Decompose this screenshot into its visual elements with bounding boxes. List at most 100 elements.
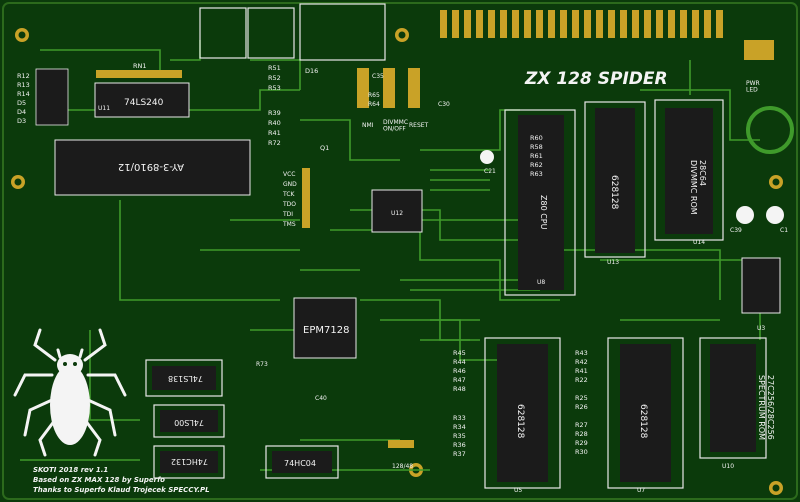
rn1-label: RN1 — [133, 62, 147, 70]
chip-u11-ref: U11 — [98, 105, 110, 112]
chip-u3-ref: U3 — [757, 325, 765, 332]
chip-rom1-name: 28C64DIVMMC ROM — [689, 160, 707, 215]
res-r29: R29 — [575, 439, 588, 447]
nmi-label: NMI — [362, 122, 374, 129]
r65-label: R65 — [368, 92, 380, 99]
res-r41: R41 — [268, 129, 281, 137]
resistor-column-1: R51 R52 R53 R39 R40 R41 R72 — [268, 64, 281, 147]
res-r62: R62 — [530, 161, 543, 169]
r73-label: R73 — [256, 361, 268, 368]
c21-capacitor — [480, 150, 494, 164]
res-r25: R25 — [575, 394, 588, 402]
chip-u10-ref: U10 — [722, 463, 734, 470]
jumper-128-48: 128/48 — [388, 440, 414, 470]
res-r43: R43 — [575, 349, 588, 357]
jtag-tms: TMS — [282, 221, 296, 228]
jtag-header: VCC GND TCK TDO TDI TMS — [282, 168, 310, 228]
r64-label: R64 — [368, 101, 380, 108]
chip-u8-ref: U8 — [537, 279, 545, 286]
chip-74hc132: 74HC132 — [153, 445, 225, 479]
diode-label-d3: D3 — [17, 117, 26, 125]
c39-label: C39 — [730, 227, 742, 234]
chip-ram1-name: 628128 — [609, 175, 619, 210]
res-r26: R26 — [575, 403, 588, 411]
chip-ls138-name: 74LS138 — [168, 374, 203, 383]
jtag-tck: TCK — [282, 191, 296, 198]
res-r33: R33 — [453, 414, 466, 422]
res-r22: R22 — [575, 376, 588, 384]
c40-label: C40 — [315, 395, 327, 402]
jtag-tdo: TDO — [282, 201, 296, 208]
resistor-label-r13: R13 — [17, 81, 30, 89]
audio-jacks — [199, 3, 386, 61]
c21-label: C21 — [484, 168, 496, 175]
chip-rom-27c256: 27C256/28C256SPECTRUM ROM U10 — [699, 337, 775, 470]
credit-line-1: SKOTI 2018 rev 1.1 — [33, 466, 108, 474]
chip-z80-name: Z80 CPU — [539, 195, 548, 230]
res-r47: R47 — [453, 376, 466, 384]
res-r42: R42 — [575, 358, 588, 366]
diode-label-d5: D5 — [17, 99, 26, 107]
chip-cpld-name: EPM7128 — [303, 325, 349, 336]
credit-line-2: Based on ZX MAX 128 by Superfo — [33, 476, 165, 484]
chip-rom2-name: 27C256/28C256SPECTRUM ROM — [757, 375, 775, 440]
resistor-column-3: R45 R44 R46 R47 R48 R33 R34 R35 R36 R37 — [453, 349, 466, 458]
res-r52: R52 — [268, 74, 281, 82]
chip-u14-ref: U14 — [693, 239, 705, 246]
chip-u13-ref: U13 — [607, 259, 619, 266]
chip-u5-ref: U5 — [514, 487, 522, 494]
chip-z80: Z80 CPU U8 — [504, 109, 576, 296]
chip-74hc04: 74HC04 — [265, 445, 339, 479]
chip-ram-628128-top: 628128 U13 — [584, 101, 646, 266]
res-r28: R28 — [575, 430, 588, 438]
resistor-label-r14: R14 — [17, 90, 30, 98]
jumper-128-48-label: 128/48 — [392, 463, 413, 470]
resistor-column-4: R43 R42 R41 R22 R25 R26 R27 R28 R29 R30 — [575, 349, 588, 456]
chip-rom-28c64: 28C64DIVMMC ROM U14 — [654, 99, 724, 246]
q1-label: Q1 — [320, 144, 329, 152]
jtag-vcc: VCC — [283, 171, 295, 178]
chip-epm7128: EPM7128 — [293, 297, 357, 359]
res-r61: R61 — [530, 152, 543, 160]
chip-u12: U12 — [371, 189, 423, 233]
res-r51: R51 — [268, 64, 281, 72]
jtag-tdi: TDI — [282, 211, 293, 218]
res-r37: R37 — [453, 450, 466, 458]
credit-line-3: Thanks to Superfo Klaud Trojecek SPECCY.… — [33, 486, 210, 494]
chip-ram-628128-bottom-2: 628128 U7 — [607, 337, 684, 494]
res-r60: R60 — [530, 134, 543, 142]
res-r35: R35 — [453, 432, 466, 440]
res-r40: R40 — [268, 119, 281, 127]
chip-ay-name: AY-3-8910/12 — [118, 161, 184, 172]
c35-label: C35 — [372, 73, 384, 80]
chip-74ls00: 74LS00 — [153, 404, 225, 438]
res-r41b: R41 — [575, 367, 588, 375]
res-r34: R34 — [453, 423, 466, 431]
res-r39: R39 — [268, 109, 281, 117]
resistor-label-r12: R12 — [17, 72, 30, 80]
chip-u11: 74LS240 U11 — [94, 82, 190, 118]
res-r46: R46 — [453, 367, 466, 375]
spider-logo — [13, 328, 127, 457]
chip-u12-ref: U12 — [391, 210, 403, 217]
chip-ram-628128-bottom-1: 628128 U5 — [484, 337, 561, 494]
d16-label: D16 — [305, 67, 318, 75]
chip-u7-ref: U7 — [637, 487, 645, 494]
chip-hc132-name: 74HC132 — [171, 457, 208, 466]
res-r53: R53 — [268, 84, 281, 92]
res-r72: R72 — [268, 139, 281, 147]
res-r48: R48 — [453, 385, 466, 393]
res-r27: R27 — [575, 421, 588, 429]
res-r45: R45 — [453, 349, 466, 357]
jtag-gnd: GND — [283, 181, 297, 188]
chip-u11-name: 74LS240 — [124, 98, 164, 108]
board-title: ZX 128 SPIDER — [524, 69, 668, 89]
res-r30: R30 — [575, 448, 588, 456]
rn1-pinrow — [96, 70, 182, 78]
chip-ls00-name: 74LS00 — [174, 418, 204, 427]
